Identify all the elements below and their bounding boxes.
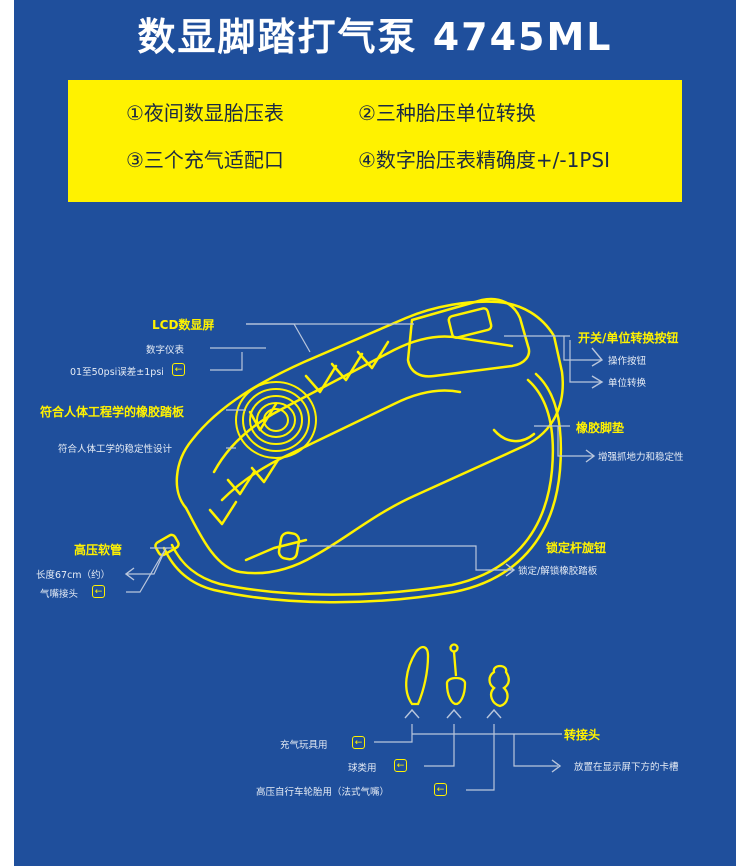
lcd-sub1: 数字仪表 xyxy=(146,345,185,356)
lock-sub1: 锁定/解锁橡胶踏板 xyxy=(518,566,598,577)
adapter-toy-label: 充气玩具用 xyxy=(280,740,328,751)
adapter-bike-label: 高压自行车轮胎用（法式气嘴） xyxy=(256,787,390,798)
arrow-left-icon: ← xyxy=(92,585,105,598)
adapter-title: 转接头 xyxy=(564,728,601,742)
hose-sub2: 气嘴接头 xyxy=(40,589,79,600)
hose-sub1: 长度67cm（约） xyxy=(36,570,111,581)
feature-3: ③三个充气适配口 xyxy=(126,148,284,172)
infographic-canvas: 数显脚踏打气泵 4745ML ①夜间数显胎压表 ②三种胎压单位转换 ③三个充气适… xyxy=(14,0,736,866)
arrow-left-icon: ← xyxy=(172,363,185,376)
page-title: 数显脚踏打气泵 4745ML xyxy=(137,15,613,59)
pump-illustration xyxy=(124,297,604,791)
arrow-left-icon: ← xyxy=(434,783,447,796)
lcd-title: LCD数显屏 xyxy=(152,318,215,332)
switch-sub1: 操作按钮 xyxy=(608,356,647,367)
feet-title: 橡胶脚垫 xyxy=(576,421,625,435)
feature-1: ①夜间数显胎压表 xyxy=(126,101,284,125)
lcd-sub2: 01至50psi误差±1psi xyxy=(70,367,164,378)
feature-2: ②三种胎压单位转换 xyxy=(358,101,536,125)
pedal-sub1: 符合人体工学的稳定性设计 xyxy=(58,444,173,455)
arrow-left-icon: ← xyxy=(352,736,365,749)
adapter-ball-label: 球类用 xyxy=(348,763,377,774)
arrow-left-icon: ← xyxy=(394,759,407,772)
feature-4: ④数字胎压表精确度+/-1PSI xyxy=(358,148,611,172)
switch-title: 开关/单位转换按钮 xyxy=(578,331,679,345)
hose-title: 高压软管 xyxy=(74,543,123,557)
pedal-title: 符合人体工程学的橡胶踏板 xyxy=(40,405,185,419)
adapter-sub1: 放置在显示屏下方的卡槽 xyxy=(574,762,679,773)
switch-sub2: 单位转换 xyxy=(608,378,647,389)
feature-box: ①夜间数显胎压表 ②三种胎压单位转换 ③三个充气适配口 ④数字胎压表精确度+/-… xyxy=(68,80,682,202)
lock-title: 锁定杆旋钮 xyxy=(546,541,607,555)
feet-sub1: 增强抓地力和稳定性 xyxy=(598,452,684,463)
